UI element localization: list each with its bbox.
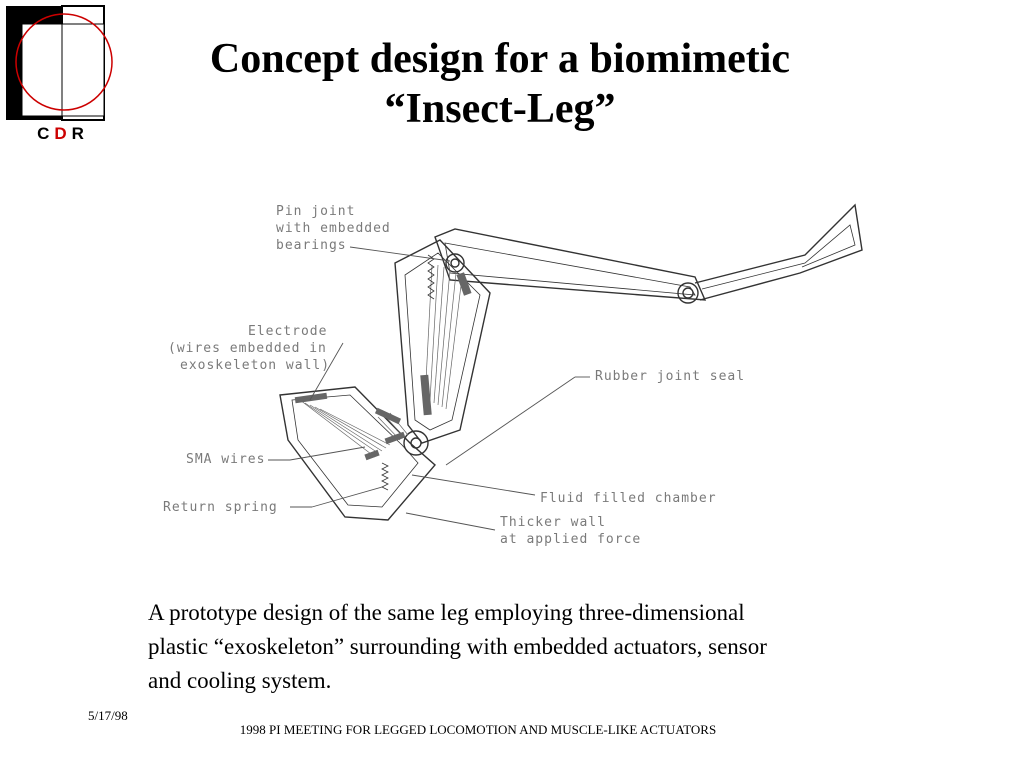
label-electrode-3: exoskeleton wall) — [180, 358, 330, 373]
pin-joint-knee — [677, 282, 699, 304]
label-rubber-joint-seal: Rubber joint seal — [595, 369, 745, 384]
label-pin-joint-2: with embedded — [276, 221, 391, 236]
footer-meeting-text: 1998 PI MEETING FOR LEGGED LOCOMOTION AN… — [239, 722, 717, 737]
label-electrode-2: (wires embedded in — [168, 341, 327, 356]
pin-joint-upper — [445, 253, 465, 273]
pin-joint-lower — [403, 430, 429, 456]
label-electrode-1: Electrode — [248, 324, 327, 339]
footer-meeting: 1998 PI MEETING FOR LEGGED LOCOMOTION AN… — [0, 722, 956, 738]
logo-letter-d: D — [54, 124, 72, 143]
label-return-spring: Return spring — [163, 500, 278, 515]
label-pin-joint-3: bearings — [276, 238, 347, 253]
logo-mark-icon — [6, 5, 113, 121]
leg-tip-inner — [701, 224, 856, 290]
upper-leg-segment — [434, 228, 707, 301]
label-sma-wires: SMA wires — [186, 452, 265, 467]
logo-letter-r: R — [71, 124, 89, 143]
diagram-labels: Pin joint with embedded bearings Electro… — [163, 204, 745, 547]
logo-letter-c: C — [37, 124, 55, 143]
footer-date: 5/17/98 — [88, 708, 128, 723]
cdr-logo: CDR — [4, 4, 116, 144]
leg-structure — [279, 203, 863, 521]
lower-leg-inner — [291, 394, 419, 508]
middle-leg-inner — [404, 252, 481, 431]
middle-leg-segment — [394, 239, 491, 444]
leader-lines — [268, 246, 590, 531]
slide-title-line-1: Concept design for a biomimetic — [209, 36, 791, 82]
electrode-blocks — [294, 272, 472, 461]
return-springs — [381, 254, 435, 491]
caption-text: A prototype design of the same leg emplo… — [148, 600, 767, 693]
label-thicker-wall-2: at applied force — [500, 532, 641, 547]
logo-letters: CDR — [18, 124, 108, 144]
slide-title-line-2: “Insect-Leg” — [384, 86, 616, 132]
label-pin-joint-1: Pin joint — [276, 204, 355, 219]
label-thicker-wall-1: Thicker wall — [500, 515, 606, 530]
slide-title: Concept design for a biomimetic “Insect-… — [150, 34, 850, 134]
lower-leg-segment — [279, 386, 436, 521]
leg-tip-segment — [694, 203, 863, 301]
label-fluid-filled-chamber: Fluid filled chamber — [540, 491, 717, 506]
insect-leg-diagram: Pin joint with embedded bearings Electro… — [163, 203, 863, 547]
